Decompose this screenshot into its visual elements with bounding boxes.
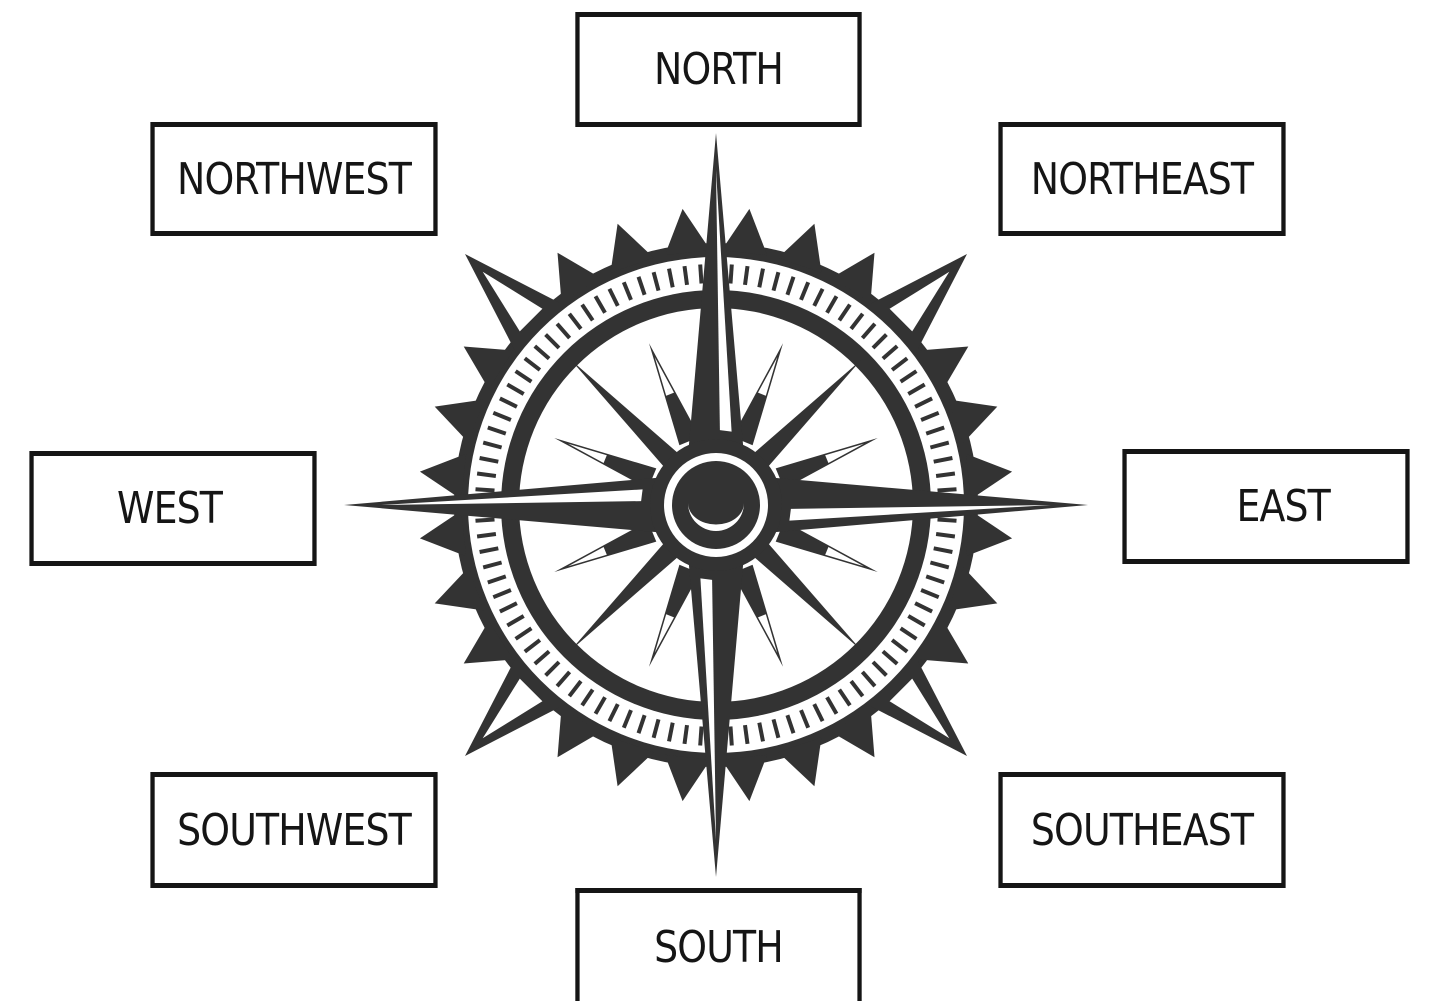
northeast-label-box: NORTHEAST xyxy=(998,122,1285,236)
compass-tick xyxy=(938,520,957,521)
south-label-box: SOUTH xyxy=(575,888,861,1001)
compass-tick xyxy=(745,266,748,285)
compass-tick xyxy=(476,520,495,521)
compass-tooth xyxy=(966,511,1012,557)
west-label-box: WEST xyxy=(29,451,316,566)
compass-tooth xyxy=(722,209,768,255)
compass-tooth xyxy=(722,755,768,801)
compass-tooth xyxy=(420,454,466,500)
southwest-label: SOUTHWEST xyxy=(177,805,411,856)
compass-tick xyxy=(700,265,701,284)
compass-tick xyxy=(936,534,955,537)
compass-tick xyxy=(685,725,688,744)
west-label: WEST xyxy=(117,483,222,534)
northwest-label-box: NORTHWEST xyxy=(150,122,437,236)
compass-tick xyxy=(685,266,688,285)
compass-tooth xyxy=(966,454,1012,500)
compass-tick xyxy=(700,727,701,746)
southwest-label-box: SOUTHWEST xyxy=(150,772,437,888)
north-label: NORTH xyxy=(654,44,783,95)
compass-tick xyxy=(476,489,495,490)
compass-tick xyxy=(477,534,496,537)
northeast-label: NORTHEAST xyxy=(1031,154,1253,205)
east-label-box: EAST xyxy=(1122,449,1409,564)
compass-tooth xyxy=(665,755,711,801)
compass-tick xyxy=(936,474,955,477)
compass-tick xyxy=(745,725,748,744)
southeast-label: SOUTHEAST xyxy=(1031,805,1253,856)
compass-tooth xyxy=(665,209,711,255)
south-label: SOUTH xyxy=(654,922,783,973)
north-label-box: NORTH xyxy=(575,12,861,127)
southeast-label-box: SOUTHEAST xyxy=(998,772,1285,888)
compass-center-dot xyxy=(672,461,760,549)
compass-tick xyxy=(477,474,496,477)
northwest-label: NORTHWEST xyxy=(177,154,411,205)
east-label: EAST xyxy=(1236,481,1329,532)
compass-tooth xyxy=(420,511,466,557)
compass-tick xyxy=(938,489,957,490)
compass-tick xyxy=(731,727,732,746)
compass-tick xyxy=(731,265,732,284)
